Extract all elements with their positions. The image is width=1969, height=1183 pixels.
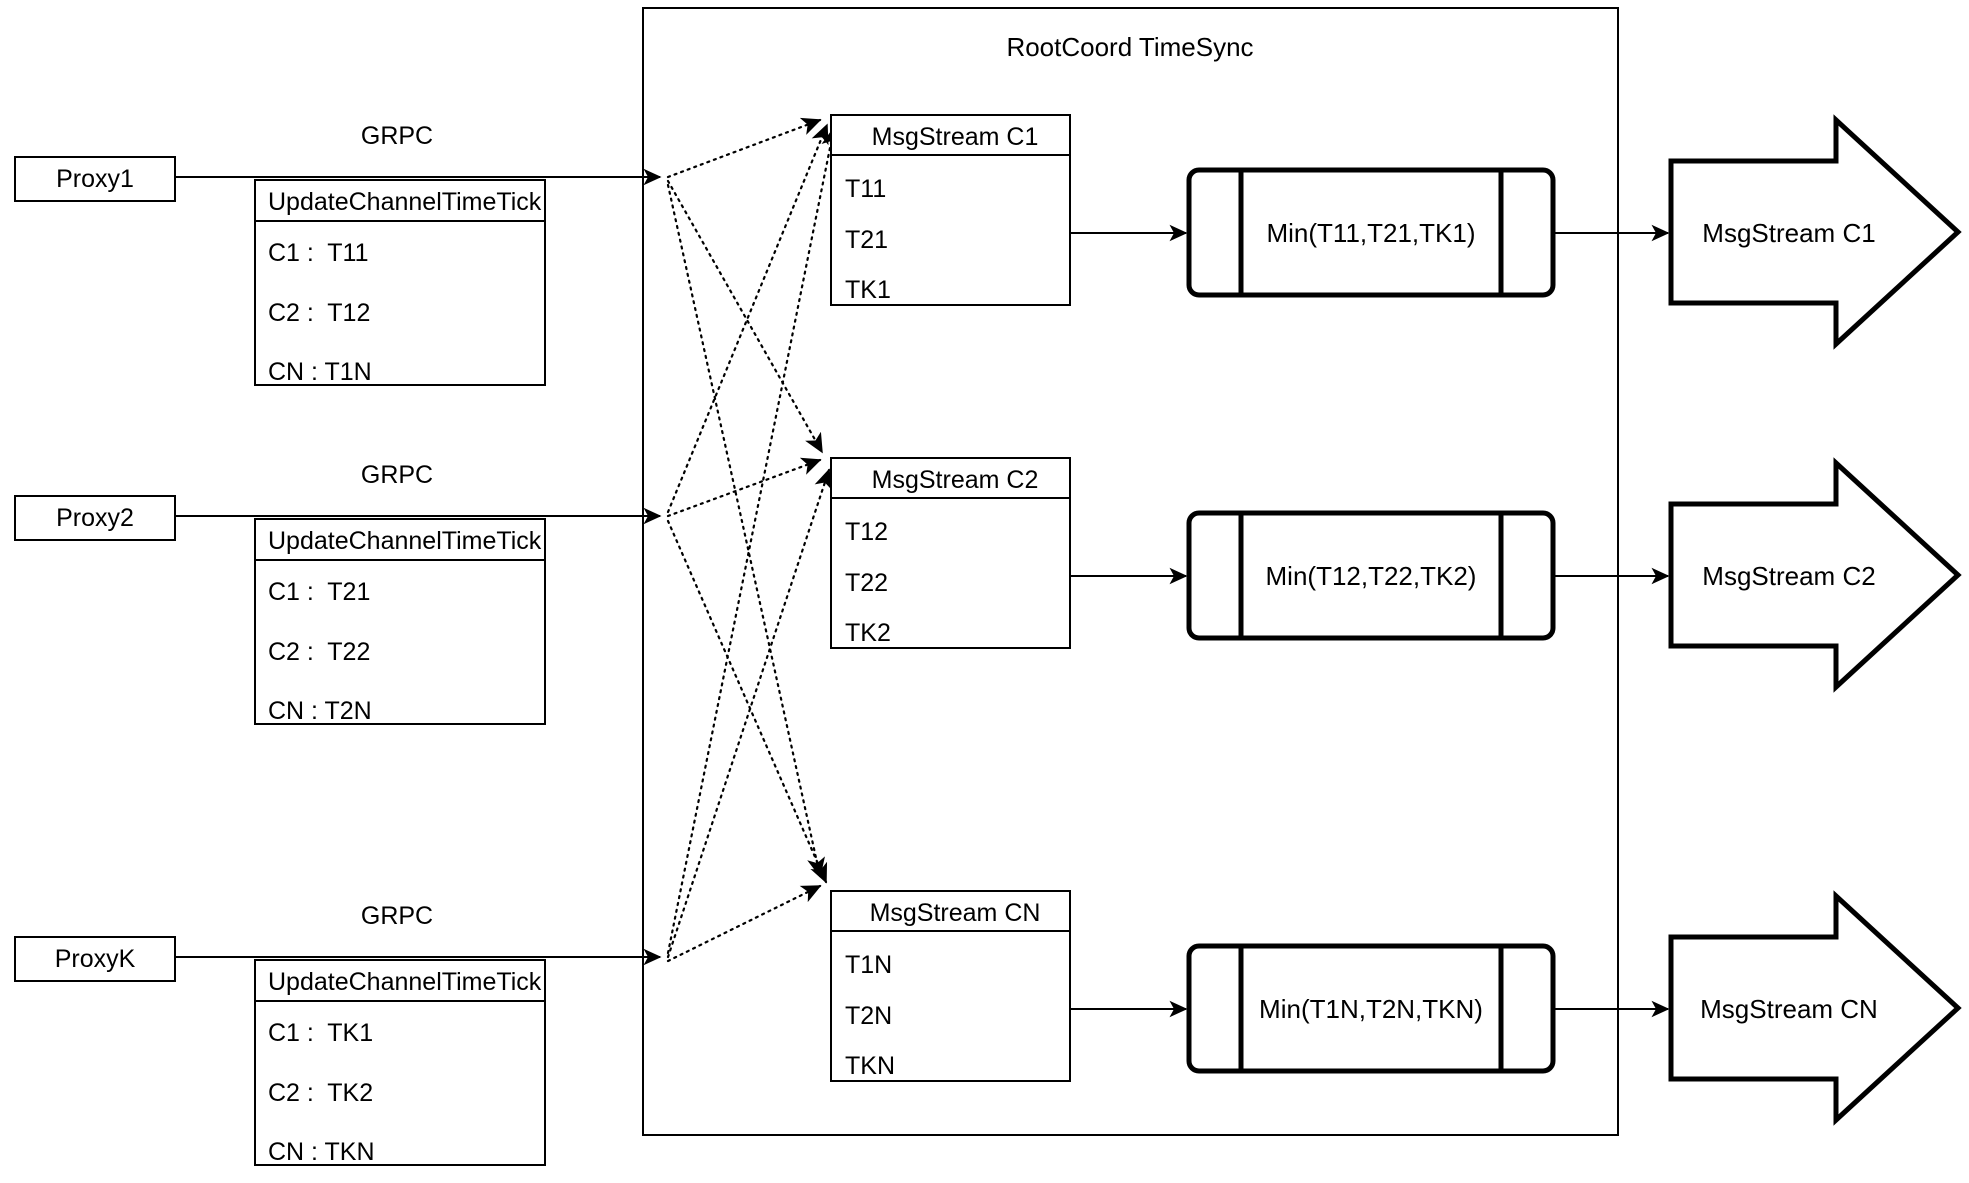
output-block-arrow-2 <box>1668 457 1962 693</box>
msgstream-table-2 <box>830 457 1071 649</box>
dotted-link-p1-c1 <box>666 117 822 179</box>
min-node-label-2: Min(T12,T22,TK2) <box>1266 561 1477 591</box>
grpc-label-2: GRPC <box>361 461 433 489</box>
table-row-2-2: CN : T2N <box>268 697 372 725</box>
table-row-2-1: C2 : T22 <box>268 638 370 666</box>
dotted-link-p2-c1 <box>666 123 829 514</box>
msgstream-row-3-0: T1N <box>845 951 892 979</box>
proxy-label-1: Proxy1 <box>56 165 134 193</box>
output-block-arrow-3 <box>1668 890 1962 1126</box>
msgstream-row-1-0: T11 <box>845 175 886 203</box>
table-row-3-0: C1 : TK1 <box>268 1019 373 1047</box>
dotted-link-pk-c2 <box>666 468 832 959</box>
output-label-1: MsgStream C1 <box>1702 218 1875 248</box>
rootcoord-timesync-title: RootCoord TimeSync <box>1006 32 1253 62</box>
proxy-box-3[interactable] <box>14 936 176 982</box>
output-block-arrow-1 <box>1668 114 1962 350</box>
output-label-2: MsgStream C2 <box>1702 561 1875 591</box>
msgstream-row-1-2: TK1 <box>845 276 891 304</box>
min-node-label-3: Min(T1N,T2N,TKN) <box>1259 994 1483 1024</box>
msgstream-table-3 <box>830 890 1071 1082</box>
grpc-label-3: GRPC <box>361 902 433 930</box>
proxy-label-2: Proxy2 <box>56 504 134 532</box>
table-row-2-0: C1 : T21 <box>268 578 370 606</box>
dotted-link-p1-cn <box>666 183 825 878</box>
table-row-3-2: CN : TKN <box>268 1138 375 1166</box>
dotted-link-p1-c2 <box>666 179 824 454</box>
table-header-3: UpdateChannelTimeTick <box>268 968 542 996</box>
table-row-3-1: C2 : TK2 <box>268 1079 373 1107</box>
proxy-box-2[interactable] <box>14 495 176 541</box>
table-header-2: UpdateChannelTimeTick <box>268 527 542 555</box>
proxy-label-3: ProxyK <box>55 945 136 973</box>
msgstream-row-3-1: T2N <box>845 1002 892 1030</box>
msgstream-table-1 <box>830 114 1071 306</box>
table-row-1-2: CN : T1N <box>268 358 372 386</box>
proxy-box-1[interactable] <box>14 156 176 202</box>
msgstream-header-1: MsgStream C1 <box>872 123 1039 151</box>
dotted-link-pk-cn <box>666 884 822 963</box>
table-row-1-1: C2 : T12 <box>268 299 370 327</box>
msgstream-row-2-2: TK2 <box>845 619 891 647</box>
msgstream-row-3-2: TKN <box>845 1052 895 1080</box>
update-channel-timetick-table-3 <box>254 959 546 1166</box>
msgstream-row-2-0: T12 <box>845 518 888 546</box>
msgstream-header-2: MsgStream C2 <box>872 466 1039 494</box>
update-channel-timetick-table-1 <box>254 179 546 386</box>
dotted-link-p2-c2 <box>666 457 822 518</box>
dotted-link-p2-cn <box>666 519 828 884</box>
update-channel-timetick-table-2 <box>254 518 546 725</box>
dotted-link-pk-c1 <box>666 126 840 955</box>
table-row-1-0: C1 : T11 <box>268 239 369 267</box>
msgstream-header-3: MsgStream CN <box>870 899 1041 927</box>
msgstream-row-1-1: T21 <box>845 226 888 254</box>
output-label-3: MsgStream CN <box>1700 994 1878 1024</box>
table-header-1: UpdateChannelTimeTick <box>268 188 542 216</box>
msgstream-row-2-1: T22 <box>845 569 888 597</box>
min-node-label-1: Min(T11,T21,TK1) <box>1266 218 1475 248</box>
grpc-label-1: GRPC <box>361 122 433 150</box>
